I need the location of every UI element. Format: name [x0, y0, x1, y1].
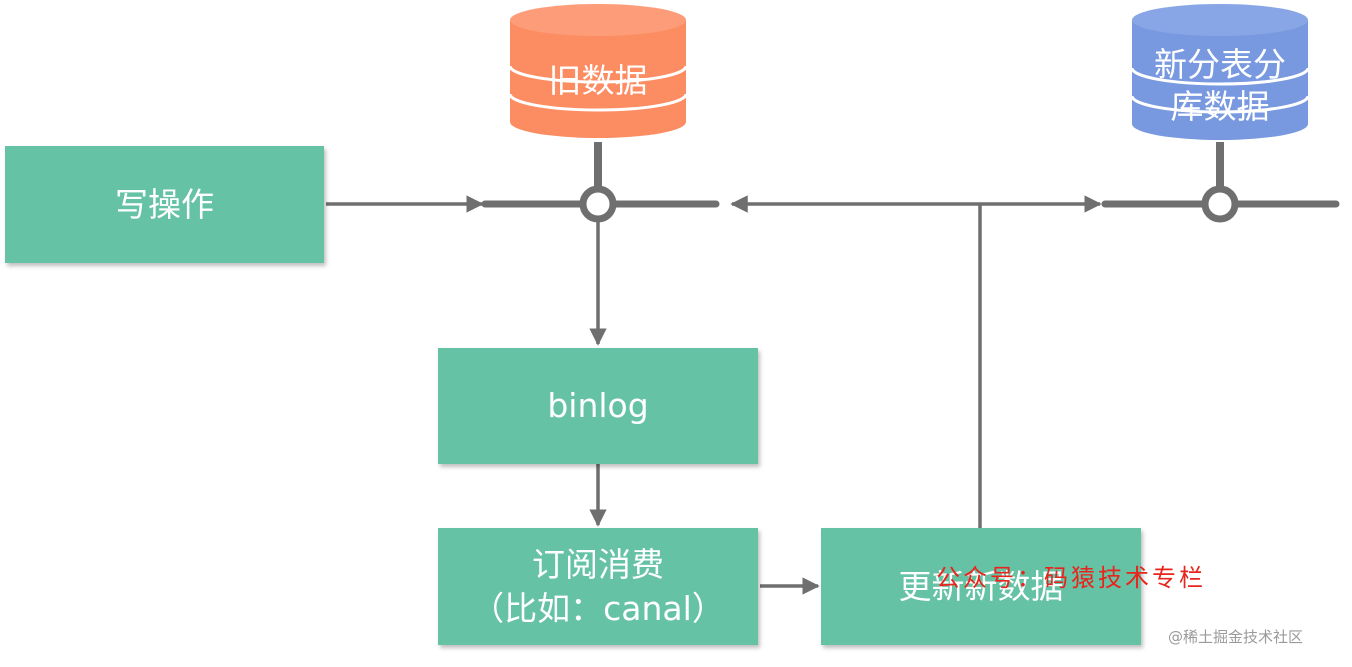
binlog-box: binlog	[438, 348, 758, 464]
write-operation-box: 写操作	[5, 146, 324, 263]
subscribe-label-line1: 订阅消费	[532, 544, 664, 584]
subscribe-label-line2: （比如：canal）	[471, 588, 725, 628]
write-operation-label: 写操作	[115, 184, 214, 224]
old-db-label: 旧数据	[510, 60, 686, 102]
subscribe-box: 订阅消费 （比如：canal）	[438, 528, 758, 645]
old-db-cylinder	[508, 4, 688, 138]
credit-text: @稀土掘金技术社区	[1168, 628, 1304, 646]
new-db-label: 新分表分 库数据	[1132, 44, 1308, 128]
watermark-text: 公众号：码猿技术专栏	[936, 564, 1206, 592]
new-db-text-line2: 库数据	[1170, 87, 1270, 126]
new-db-junction	[1201, 185, 1239, 223]
binlog-label: binlog	[547, 386, 649, 425]
old-db-text: 旧数据	[548, 61, 648, 100]
new-db-cylinder	[1130, 4, 1310, 140]
update-new-data-label: 更新新数据	[898, 566, 1064, 606]
update-new-data-box: 更新新数据	[821, 528, 1141, 645]
old-db-junction	[579, 185, 617, 223]
new-db-text-line1: 新分表分	[1154, 45, 1286, 84]
